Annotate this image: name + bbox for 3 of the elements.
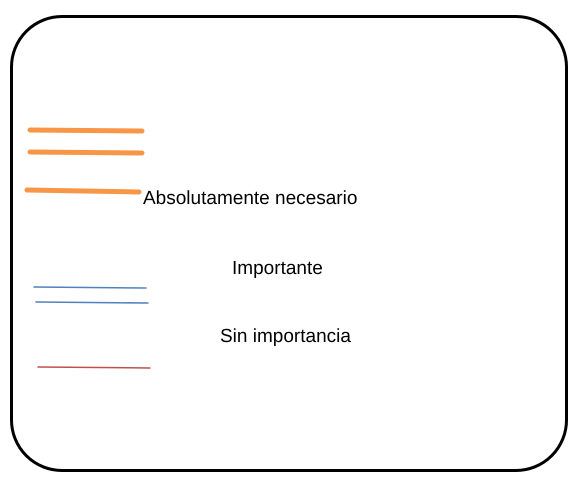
legend-text: Absolutamente necesario (143, 188, 358, 211)
legend-text: Importante (232, 258, 323, 281)
legend-text: Sin importancia (220, 326, 351, 349)
